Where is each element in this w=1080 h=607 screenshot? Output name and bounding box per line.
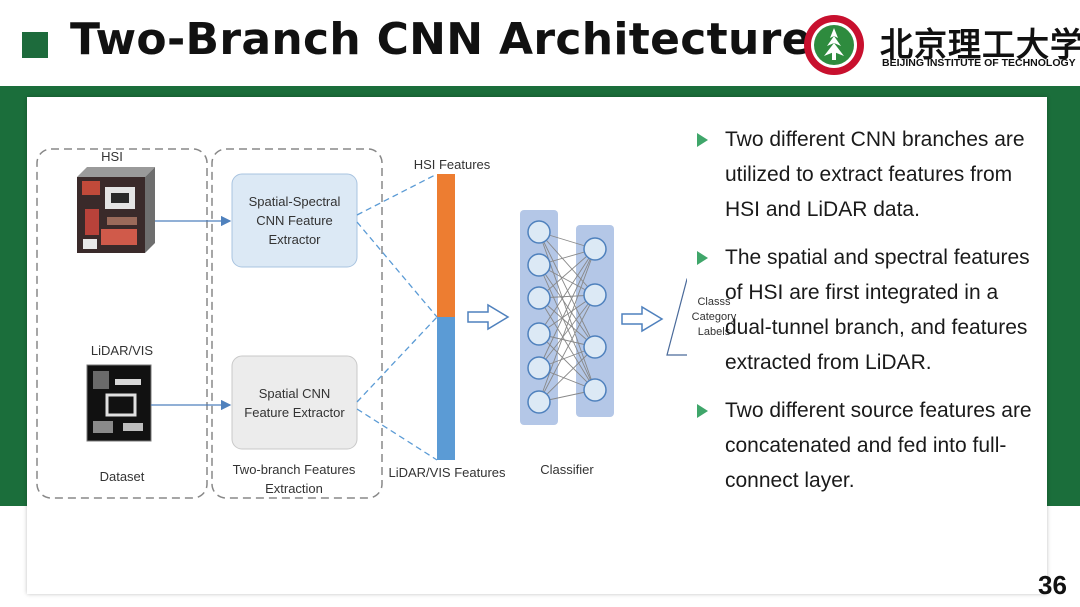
bullet-item: Two different CNN branches are utilized … bbox=[690, 122, 1040, 227]
bullet-item: Two different source features are concat… bbox=[690, 393, 1040, 498]
lidar-label: LiDAR/VIS bbox=[90, 343, 154, 358]
lidar-feature-bar bbox=[437, 317, 455, 460]
spatial-spectral-box-label: Spatial-Spectral CNN Feature Extractor bbox=[248, 194, 341, 247]
neuron bbox=[583, 237, 607, 261]
lidar-features-label: LiDAR/VIS Features bbox=[388, 465, 506, 480]
lidar-image bbox=[86, 364, 152, 442]
neuron bbox=[527, 286, 551, 310]
university-seal-icon bbox=[804, 15, 864, 75]
spatial-spectral-box bbox=[231, 173, 358, 268]
slide-title: Two-Branch CNN Architecture bbox=[70, 14, 812, 65]
bullet-triangle-icon bbox=[697, 251, 708, 265]
spatial-cnn-box bbox=[231, 355, 358, 450]
neuron bbox=[527, 322, 551, 346]
diagram-canvas bbox=[36, 148, 687, 499]
output-labels-box bbox=[666, 278, 687, 356]
neuron bbox=[527, 253, 551, 277]
bullet-text: Two different source features are concat… bbox=[725, 399, 1032, 492]
box-to-bar-connectors bbox=[356, 173, 438, 461]
extraction-group bbox=[211, 148, 383, 499]
dataset-group bbox=[36, 148, 208, 499]
bullet-text: The spatial and spectral features of HSI… bbox=[725, 246, 1030, 374]
neuron bbox=[583, 378, 607, 402]
hsi-label: HSI bbox=[101, 149, 123, 164]
classifier-network bbox=[520, 210, 614, 425]
architecture-diagram: HSI LiDAR/VIS Dataset Spatial-Spectral C… bbox=[27, 97, 736, 594]
concat-arrow-icon bbox=[467, 303, 510, 331]
bullet-triangle-icon bbox=[697, 404, 708, 418]
bullet-list: Two different CNN branches are utilized … bbox=[690, 122, 1040, 511]
output-labels-text: Classs Category Labels bbox=[691, 295, 737, 338]
bullet-triangle-icon bbox=[697, 133, 708, 147]
hsi-image bbox=[77, 167, 155, 253]
spatial-cnn-box-label: Spatial CNN Feature Extractor bbox=[244, 385, 345, 420]
classifier-label: Classifier bbox=[540, 462, 594, 477]
neuron bbox=[583, 283, 607, 307]
neuron bbox=[583, 335, 607, 359]
university-name-cn: 北京理工大学 bbox=[880, 25, 1080, 64]
bullet-text: Two different CNN branches are utilized … bbox=[725, 128, 1025, 221]
page-number: 36 bbox=[1038, 570, 1067, 600]
output-arrow-icon bbox=[621, 305, 664, 333]
neuron bbox=[527, 356, 551, 380]
university-name-en: BEIJING INSTITUTE OF TECHNOLOGY bbox=[882, 57, 1076, 69]
neuron bbox=[527, 390, 551, 414]
extraction-label: Two-branch Features Extraction bbox=[232, 462, 356, 496]
slide-header: Two-Branch CNN Architecture 北京理工大学 BEIJI… bbox=[0, 0, 1080, 86]
hsi-features-label: HSI Features bbox=[413, 157, 491, 172]
hsi-feature-bar bbox=[437, 174, 455, 317]
neuron bbox=[527, 220, 551, 244]
bullet-item: The spatial and spectral features of HSI… bbox=[690, 240, 1040, 380]
dataset-label: Dataset bbox=[99, 469, 145, 484]
title-square-icon bbox=[22, 32, 48, 58]
